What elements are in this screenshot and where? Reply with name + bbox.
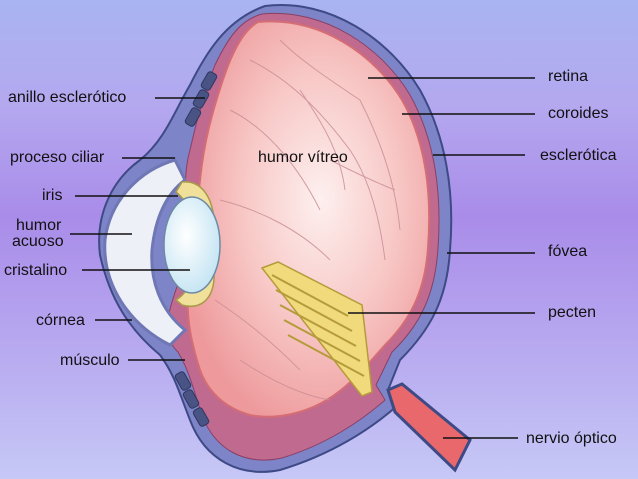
cornea [103,158,188,347]
optic-nerve [386,382,472,473]
scleral-ring-top [184,71,218,127]
label-cornea: córnea [36,312,85,329]
label-humor-acuoso-line2: acuoso [12,233,64,250]
label-coroides: coroides [548,105,609,122]
label-pecten: pecten [548,304,597,321]
label-cristalino: cristalino [4,262,68,279]
label-musculo: músculo [60,352,120,369]
label-humor-vitreo: humor vítreo [258,149,348,166]
label-iris: iris [42,187,63,204]
scleral-ring-bottom [174,371,210,427]
label-retina: retina [548,68,589,85]
label-esclerotica: esclerótica [540,147,617,164]
label-proceso-ciliar: proceso ciliar [10,149,105,166]
label-nervio-optico: nervio óptico [526,430,617,447]
label-anillo-esclerotico: anillo esclerótico [8,89,127,106]
blood-vessels [214,39,401,401]
lens [163,196,221,294]
label-fovea: fóvea [548,243,588,260]
pecten [260,261,373,397]
label-humor-acuoso-line1: humor [16,217,62,234]
pointer-lines [70,77,535,439]
